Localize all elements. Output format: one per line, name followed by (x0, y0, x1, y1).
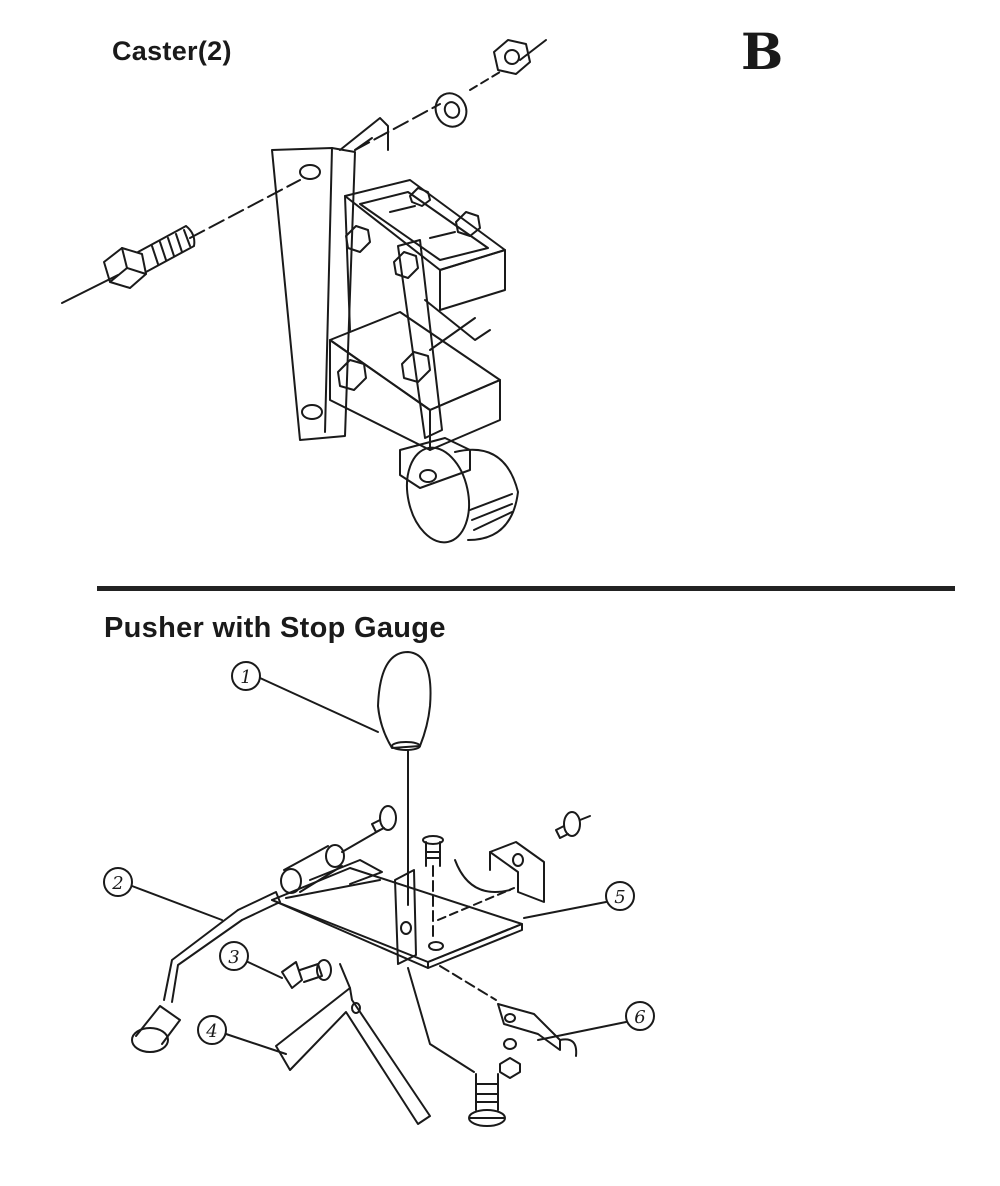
svg-text:3: 3 (228, 947, 239, 968)
wing-screw (281, 959, 332, 989)
bracket-bolts (345, 187, 481, 279)
callout-5: 5 (523, 881, 635, 919)
rear-bracket (437, 841, 545, 921)
callout-1: 1 (231, 661, 379, 733)
caster-section-title: Caster(2) (112, 36, 232, 66)
svg-text:2: 2 (111, 873, 123, 894)
mounting-plate (271, 117, 389, 441)
caster-exploded-diagram (61, 39, 547, 544)
stop-clip (439, 965, 578, 1079)
crank-handle (131, 891, 281, 1053)
caster-bolt-axis (61, 39, 547, 304)
caster-wheel (399, 437, 519, 544)
callout-6: 6 (537, 1001, 655, 1041)
pusher-knob (377, 651, 432, 906)
lower-bracket-bolts (337, 351, 431, 391)
svg-text:6: 6 (634, 1007, 645, 1028)
pusher-section-title: Pusher with Stop Gauge (104, 612, 446, 644)
top-screw (422, 835, 444, 941)
thumb-screw-left (371, 805, 397, 833)
swivel-arm (397, 239, 491, 439)
section-letter: B (741, 22, 784, 81)
lower-bracket (329, 311, 501, 451)
sleeve-tube (280, 829, 381, 894)
hex-bolt (103, 225, 196, 289)
callout-2: 2 (103, 867, 223, 921)
svg-text:4: 4 (205, 1021, 217, 1042)
pusher-base-plate (271, 859, 523, 969)
washer (434, 92, 468, 128)
svg-text:1: 1 (240, 667, 251, 688)
svg-text:5: 5 (614, 887, 625, 908)
stop-gauge-arm (275, 963, 431, 1125)
thumb-screw-right (555, 811, 591, 839)
pusher-fence (394, 869, 417, 965)
callout-3: 3 (219, 941, 283, 979)
bottom-screw (407, 967, 506, 1127)
hex-nut (493, 39, 531, 75)
section-divider (97, 586, 955, 591)
callout-4: 4 (197, 1015, 287, 1055)
